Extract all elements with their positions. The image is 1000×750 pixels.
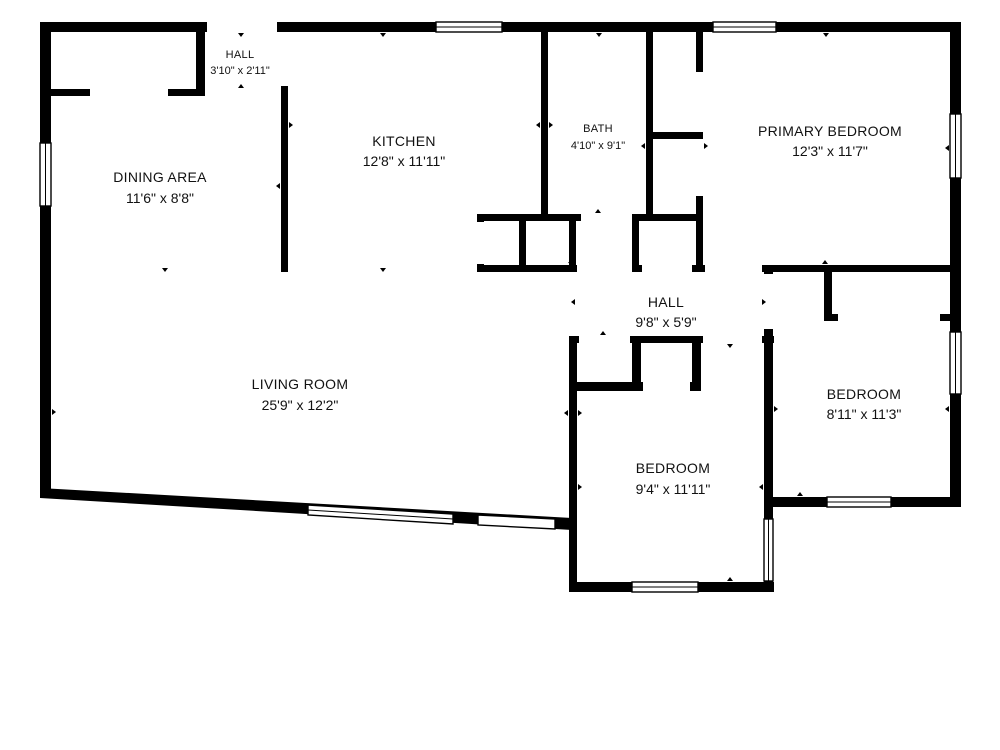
wall-linen-left <box>632 214 639 272</box>
wall-br-closet-left <box>824 265 832 321</box>
wall-bedroom-right-left <box>764 265 773 507</box>
wall-dining-top-right <box>168 89 205 96</box>
tick-marker <box>571 299 575 305</box>
door-gap-center-bedroom-2 <box>703 336 762 343</box>
tick-marker <box>945 406 949 412</box>
tick-marker <box>578 410 582 416</box>
wall-bc-closet-right <box>692 336 701 391</box>
door-gap-dining-top <box>90 89 168 96</box>
tick-marker <box>704 143 708 149</box>
door-gaps <box>90 22 940 391</box>
room-dims-dining-area: 11'6" x 8'8" <box>126 190 194 206</box>
wall-closet-primary-lower <box>696 196 703 272</box>
door-gap-center-bedroom <box>579 336 630 343</box>
door-gap-hall-top <box>207 22 277 32</box>
door-gap-right-bedroom <box>764 274 773 329</box>
wall-pantry-bottom <box>477 265 577 272</box>
door-gap-linen <box>642 265 692 272</box>
room-dims-living-room: 25'9" x 12'2" <box>262 397 339 413</box>
tick-marker <box>276 183 280 189</box>
tick-marker <box>536 122 540 128</box>
tick-marker <box>945 145 949 151</box>
wall-dining-top-left <box>40 89 90 96</box>
wall-closet-primary <box>696 32 703 72</box>
exterior-walls <box>40 22 961 592</box>
window-line-living-1 <box>307 509 454 520</box>
interior-walls <box>40 22 961 507</box>
wall-pantry-mid <box>519 214 526 272</box>
tick-marker <box>727 577 733 581</box>
windows <box>39 21 962 593</box>
wall-closet-shelf <box>646 132 703 139</box>
door-gap-br-closet <box>838 314 940 321</box>
wall-left <box>40 22 51 497</box>
tick-marker <box>822 260 828 264</box>
tick-marker <box>762 299 766 305</box>
room-name-hall: HALL <box>648 294 684 310</box>
wall-closet-right <box>196 22 205 96</box>
tick-marker <box>823 33 829 37</box>
tick-marker <box>568 262 574 266</box>
tick-marker <box>549 122 553 128</box>
room-name-primary-bedroom: PRIMARY BEDROOM <box>758 123 902 139</box>
room-dims-hall: 9'8" x 5'9" <box>635 314 696 330</box>
door-gap-bc-closet <box>643 382 690 391</box>
wall-dining-kitchen <box>281 86 288 272</box>
tick-marker <box>380 268 386 272</box>
wall-bath-bottom-left <box>477 214 581 221</box>
room-dims-hall-small: 3'10" x 2'11" <box>210 65 270 77</box>
wall-bedroom-center-left <box>569 336 577 592</box>
tick-marker <box>595 209 601 213</box>
tick-marker <box>759 484 763 490</box>
room-dims-bedroom-center: 9'4" x 11'11" <box>636 481 711 497</box>
room-dims-primary-bedroom: 12'3" x 11'7" <box>792 143 868 159</box>
room-name-bath: BATH <box>583 123 613 135</box>
wall-right <box>950 22 961 507</box>
wall-bedroom-center-top <box>569 336 774 343</box>
room-name-kitchen: KITCHEN <box>372 133 436 149</box>
room-name-living-room: LIVING ROOM <box>252 376 349 392</box>
door-gap-pantry <box>477 222 484 264</box>
tick-marker <box>727 344 733 348</box>
tick-marker <box>774 406 778 412</box>
room-labels: HALL 3'10" x 2'11" DINING AREA 11'6" x 8… <box>113 49 902 497</box>
tick-marker <box>238 84 244 88</box>
tick-marker <box>289 122 293 128</box>
tick-marker <box>52 409 56 415</box>
room-dims-kitchen: 12'8" x 11'11" <box>363 153 446 169</box>
room-name-dining-area: DINING AREA <box>113 169 207 185</box>
door-gap-closet-side <box>696 74 703 130</box>
wall-bath-bottom-right <box>632 214 703 221</box>
wall-bc-closet-left <box>632 336 641 391</box>
tick-marker <box>596 33 602 37</box>
tick-marker <box>797 492 803 496</box>
room-name-hall-small: HALL <box>226 49 255 61</box>
room-dims-bath: 4'10" x 9'1" <box>571 140 625 152</box>
wall-top-main <box>277 22 961 32</box>
room-dims-bedroom-right: 8'11" x 11'3" <box>827 406 902 422</box>
door-gap-primary <box>705 265 762 272</box>
tick-marker <box>162 268 168 272</box>
tick-marker <box>600 331 606 335</box>
dimension-ticks <box>52 33 949 581</box>
door-gap-closet-side-2 <box>696 141 703 195</box>
room-name-bedroom-right: BEDROOM <box>827 386 901 402</box>
tick-marker <box>380 33 386 37</box>
wall-top-dining <box>40 22 207 32</box>
tick-marker <box>641 143 645 149</box>
door-gap-hall-bottom <box>207 89 279 96</box>
tick-marker <box>578 484 582 490</box>
wall-pantry-right <box>569 214 576 272</box>
window-living-bottom-2 <box>477 514 556 530</box>
tick-marker <box>564 410 568 416</box>
wall-kitchen-bath <box>541 32 548 218</box>
room-name-bedroom-center: BEDROOM <box>636 460 710 476</box>
tick-marker <box>238 33 244 37</box>
wall-bath-closet <box>646 32 653 218</box>
